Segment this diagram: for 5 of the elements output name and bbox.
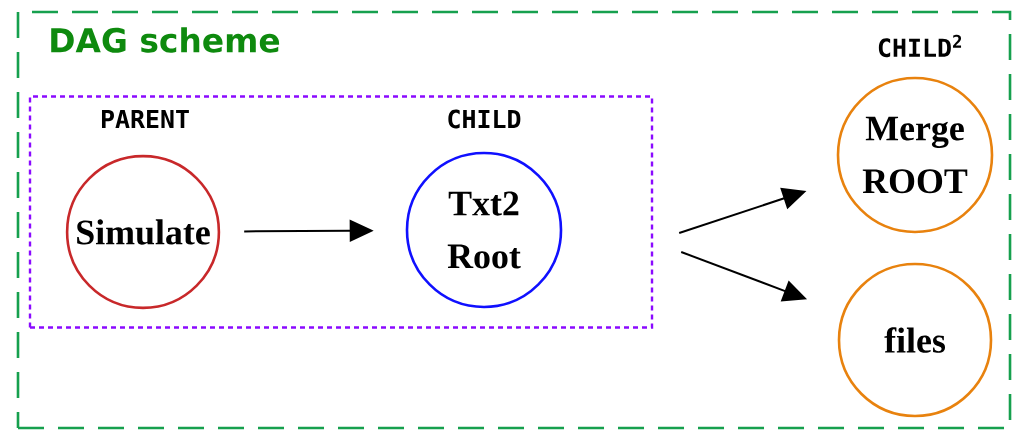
- node-heading: CHILD$^{2}$: [878, 34, 962, 58]
- group-box: [28, 95, 654, 329]
- frame-heading: DAG scheme: [51, 27, 280, 53]
- node-heading: CHILD: [448, 109, 521, 129]
- node-heading: PARENT: [102, 109, 189, 129]
